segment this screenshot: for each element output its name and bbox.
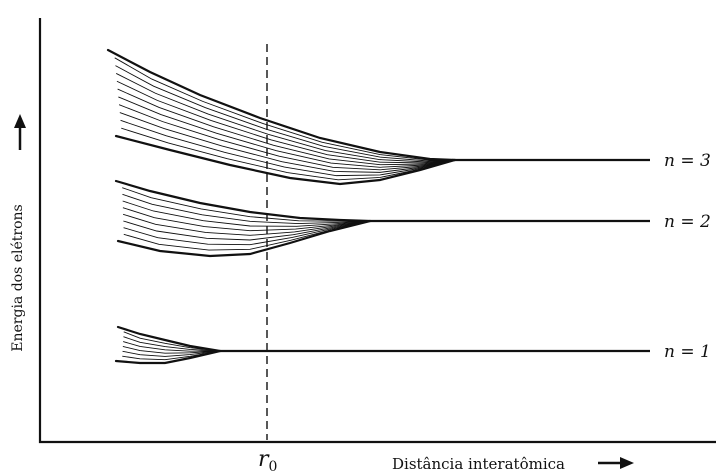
- sublevel-line: [122, 213, 371, 236]
- sublevel-line: [117, 88, 456, 166]
- sublevel-line: [118, 96, 456, 168]
- sublevel-line: [122, 187, 371, 222]
- level-label-n2: n = 2: [664, 212, 711, 232]
- sublevel-line: [122, 350, 221, 361]
- sublevel-line: [122, 200, 371, 227]
- level-label-n1: n = 1: [664, 342, 711, 362]
- sublevel-line: [123, 220, 371, 241]
- arrow-up-icon: [14, 114, 26, 150]
- sublevel-line: [119, 112, 456, 173]
- sublevel-line: [122, 350, 221, 357]
- sublevel-lines-n2: [122, 187, 371, 251]
- x-axis-label: Distância interatômica: [392, 455, 565, 473]
- band-n2-upper-edge: [114, 179, 372, 223]
- sublevel-line: [122, 207, 371, 232]
- band-n2: [114, 179, 650, 258]
- sublevel-line: [115, 65, 456, 162]
- sublevel-line: [114, 57, 455, 161]
- sublevel-line: [123, 331, 221, 352]
- band-n1-lower-edge: [114, 349, 222, 365]
- band-n1: [114, 325, 650, 365]
- axes-frame: [38, 18, 716, 444]
- sublevel-lines-n3: [114, 57, 456, 181]
- sublevel-line: [123, 341, 221, 352]
- y-axis-label: Energia dos elétrons: [10, 204, 26, 351]
- arrow-right-icon: [598, 457, 634, 469]
- band-n3-lower-edge: [114, 134, 457, 186]
- band-n3: [106, 48, 650, 186]
- sublevel-line: [120, 119, 456, 177]
- sublevel-line: [122, 193, 371, 225]
- sublevel-line: [123, 220, 371, 246]
- r0-label: r0: [258, 447, 277, 474]
- band-n3-upper-edge: [106, 48, 457, 162]
- sublevel-line: [122, 345, 221, 354]
- level-label-n3: n = 3: [664, 151, 711, 171]
- sublevel-line: [123, 336, 221, 352]
- sublevel-line: [118, 104, 456, 171]
- sublevel-line: [116, 80, 456, 164]
- sublevel-line: [115, 73, 456, 163]
- band-n2-lower-edge: [116, 219, 372, 258]
- sublevel-lines-n1: [122, 331, 221, 361]
- band-n1-upper-edge: [116, 325, 222, 353]
